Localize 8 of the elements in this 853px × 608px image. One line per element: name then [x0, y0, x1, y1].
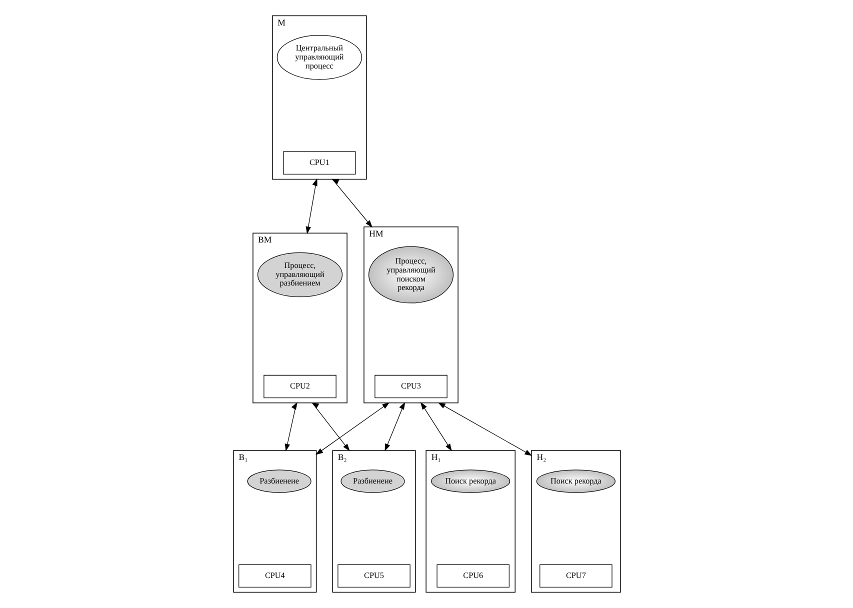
arrow	[284, 402, 297, 452]
arrow	[420, 402, 452, 452]
arrow	[330, 178, 372, 228]
arrow	[305, 178, 317, 234]
arrow	[384, 402, 405, 452]
arrow	[315, 402, 390, 455]
arrow	[310, 402, 350, 452]
arrow	[437, 402, 532, 456]
